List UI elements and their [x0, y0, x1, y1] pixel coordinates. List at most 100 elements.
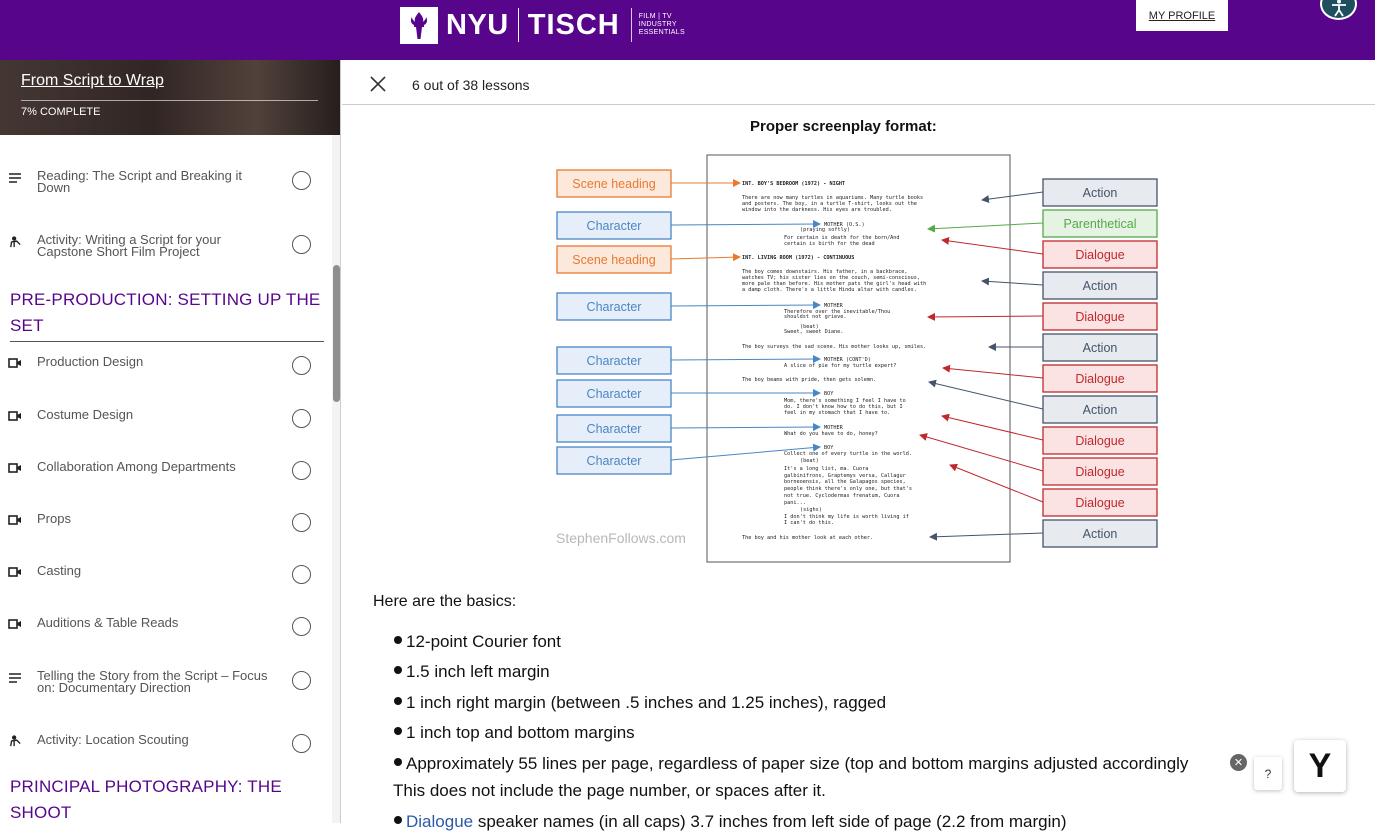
activity-icon — [10, 236, 21, 248]
script-line: BOY — [824, 445, 834, 451]
watermark: StephenFollows.com — [556, 530, 686, 546]
script-line: I don't think my life is worth living if — [784, 514, 909, 520]
activity-icon — [10, 735, 21, 747]
text-lines-icon — [9, 173, 21, 183]
my-profile-button[interactable]: MY PROFILE — [1136, 0, 1228, 31]
lesson-content: 6 out of 38 lessons Proper screenplay fo… — [342, 60, 1375, 831]
widget-close-icon[interactable]: ✕ — [1230, 754, 1247, 771]
brand-tisch: TISCH — [527, 8, 620, 41]
script-line: BOY — [824, 391, 834, 397]
lesson-label: Reading: The Script and Breaking it Down — [37, 168, 242, 195]
lesson-label: Telling the Story from the Script – Focu… — [37, 668, 268, 695]
character-label: Character — [587, 300, 642, 314]
scene-label-box — [556, 245, 672, 274]
action-arrow — [981, 191, 1044, 204]
script-line: MOTHER (O.S.) — [824, 222, 865, 228]
nyu-tisch-logo[interactable]: NYU TISCH FILM | TV INDUSTRY ESSENTIALS — [400, 6, 685, 44]
completion-checkbox[interactable] — [292, 513, 311, 532]
torch-icon — [400, 6, 438, 44]
character-arrow — [670, 423, 821, 432]
script-line: It's a long list, ma. Cuora — [784, 466, 868, 472]
script-line: The boy and his mother look at each othe… — [742, 535, 873, 541]
completion-checkbox[interactable] — [292, 617, 311, 636]
script-line: borneoensis, all the Galapagos species, — [784, 479, 906, 485]
lesson-item[interactable]: Costume Design — [0, 408, 330, 433]
dialogue-label-box — [1042, 457, 1158, 486]
completion-checkbox[interactable] — [292, 734, 311, 753]
dialogue-arrow — [949, 463, 1044, 503]
script-line: certain is birth for the dead — [784, 241, 875, 247]
course-progress: 7% COMPLETE — [21, 106, 101, 118]
lesson-item[interactable]: Telling the Story from the Script – Focu… — [0, 668, 330, 700]
script-line: The boy beams with pride, then gets sole… — [742, 377, 876, 383]
dialogue-label: Dialogue — [1075, 496, 1124, 510]
chat-widget-button[interactable]: Y — [1294, 740, 1346, 792]
character-label: Character — [587, 219, 642, 233]
dialogue-label: Dialogue — [1075, 248, 1124, 262]
sidebar-scroll-thumb[interactable] — [333, 265, 340, 402]
lesson-item[interactable]: Activity: Writing a Script for your Caps… — [0, 233, 330, 264]
script-line: MOTHER — [824, 303, 844, 309]
character-label-box — [556, 211, 672, 240]
script-line: For certain is death for the born/And — [784, 235, 900, 241]
completion-checkbox[interactable] — [292, 565, 311, 584]
script-line: galbinifrons, Graptemys versa, Callagur — [784, 473, 906, 479]
bullet-item: Dialogue speaker names (in all caps) 3.7… — [394, 812, 1066, 832]
script-line: pani... — [784, 500, 806, 506]
brand-nyu: NYU — [446, 8, 509, 41]
character-label: Character — [587, 387, 642, 401]
action-label-box — [1042, 178, 1158, 207]
script-line: not true. Cyclodermas frenatum, Cuora — [784, 493, 900, 499]
completion-checkbox[interactable] — [292, 461, 311, 480]
course-title-link[interactable]: From Script to Wrap — [21, 72, 164, 89]
video-icon — [8, 567, 21, 577]
action-label: Action — [1083, 403, 1118, 417]
lesson-item[interactable]: Production Design — [0, 354, 330, 380]
lesson-item[interactable]: Casting — [0, 564, 330, 589]
script-line: Mom, there's something I feel I have to — [784, 398, 906, 404]
bullet-item: Approximately 55 lines per page, regardl… — [394, 754, 1188, 774]
completion-checkbox[interactable] — [292, 171, 311, 190]
lesson-item[interactable]: Props — [0, 512, 330, 537]
lesson-item[interactable]: Auditions & Table Reads — [0, 615, 330, 641]
dialogue-link[interactable]: Dialogue — [406, 812, 474, 831]
script-line: MOTHER — [824, 425, 844, 431]
character-arrow — [670, 443, 821, 461]
video-icon — [8, 463, 21, 473]
bullet-continuation: This does not include the page number, o… — [393, 781, 826, 800]
completion-checkbox[interactable] — [292, 235, 311, 254]
brand-divider — [517, 8, 519, 42]
lesson-label: Auditions & Table Reads — [37, 615, 179, 630]
close-icon[interactable] — [370, 76, 386, 92]
script-line: What do you have to do, honey? — [784, 431, 878, 437]
bullet-item: 1.5 inch left margin — [394, 662, 550, 682]
character-arrow — [670, 355, 821, 364]
lesson-label: Production Design — [37, 354, 144, 369]
completion-checkbox[interactable] — [292, 409, 311, 428]
script-line: people think there's only one, but that'… — [784, 486, 912, 492]
character-label: Character — [587, 354, 642, 368]
dialogue-label-box — [1042, 240, 1158, 269]
divider — [10, 341, 324, 342]
bullet-item: 12-point Courier font — [394, 632, 561, 652]
accessibility-icon[interactable] — [1320, 0, 1357, 20]
dialogue-label: Dialogue — [1075, 372, 1124, 386]
script-line: window into the darkness. His eyes are t… — [742, 207, 892, 213]
scene-label: Scene heading — [572, 253, 655, 267]
sidebar-scrollbar[interactable] — [332, 135, 340, 823]
dialogue-label-box — [1042, 426, 1158, 455]
script-line: INT. BOY'S BEDROOM (1972) - NIGHT — [742, 181, 845, 187]
script-line: (praying softly) — [800, 227, 850, 233]
dialogue-arrow — [919, 433, 1044, 472]
script-line: INT. LIVING ROOM (1972) - CONTINUOUS — [742, 255, 854, 261]
action-label: Action — [1083, 186, 1118, 200]
character-label-box — [556, 292, 672, 321]
completion-checkbox[interactable] — [292, 356, 311, 375]
script-line: I can't do this. — [784, 520, 834, 526]
lesson-item[interactable]: Collaboration Among Departments — [0, 460, 330, 485]
lesson-item[interactable]: Reading: The Script and Breaking it Down — [0, 168, 330, 200]
lesson-item[interactable]: Activity: Location Scouting — [0, 733, 330, 758]
dialogue-label: Dialogue — [1075, 465, 1124, 479]
help-button[interactable]: ? — [1254, 757, 1282, 790]
completion-checkbox[interactable] — [292, 671, 311, 690]
